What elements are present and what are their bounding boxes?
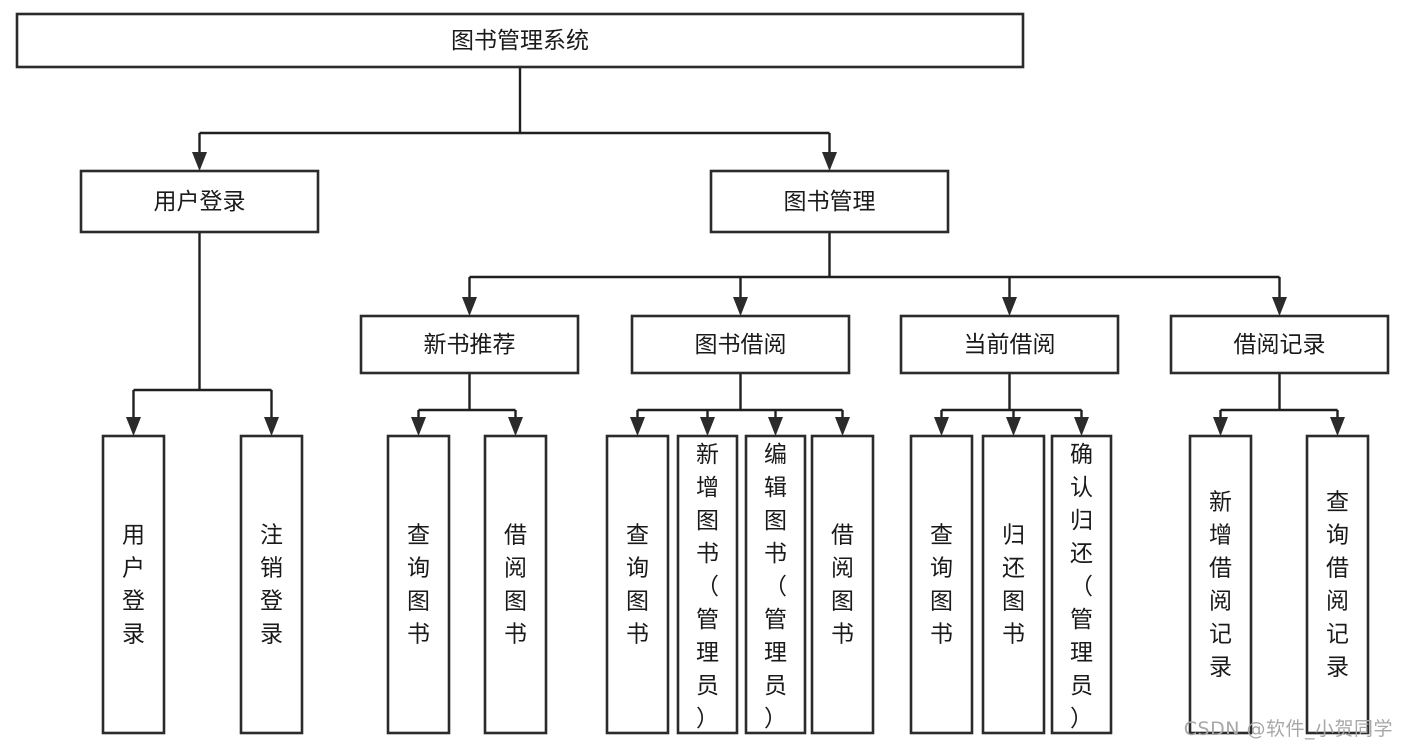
node-box [630, 314, 851, 375]
node-label: 确认归还（管理员） [1070, 442, 1093, 732]
node-branch-用户登录[interactable]: 用户登录 [79, 169, 320, 234]
node-leaf-借阅图书[interactable]: 借阅图书 [810, 434, 875, 735]
arrow-head-icon [700, 417, 715, 436]
node-leaf-编辑图书管理员[interactable]: 编辑图书（管理员） [744, 434, 807, 735]
arrow-head-icon [462, 297, 477, 316]
node-label: 新书推荐 [424, 332, 516, 358]
arrow-head-icon [264, 417, 279, 436]
arrow-head-icon [630, 417, 645, 436]
node-label: 查询图书 [407, 523, 430, 648]
node-box [101, 434, 166, 735]
watermark-text: CSDN @软件_小贺同学 [1183, 718, 1393, 740]
node-label: 新增借阅记录 [1209, 490, 1232, 681]
node-label: 图书管理 [784, 189, 876, 215]
node-box [709, 169, 950, 234]
node-label: 查询借阅记录 [1326, 490, 1349, 681]
node-box [386, 434, 451, 735]
node-label: 归还图书 [1002, 523, 1025, 648]
node-label: 用户登录 [122, 523, 145, 648]
arrow-head-icon [835, 417, 850, 436]
node-box [239, 434, 304, 735]
arrow-head-icon [411, 417, 426, 436]
node-box [676, 434, 739, 735]
node-leaf-借阅图书[interactable]: 借阅图书 [483, 434, 548, 735]
arrow-head-icon [1074, 417, 1089, 436]
node-box [810, 434, 875, 735]
node-label: 图书借阅 [695, 332, 787, 358]
arrow-head-icon [1002, 297, 1017, 316]
arrow-head-icon [822, 152, 837, 171]
node-leaf-查询图书[interactable]: 查询图书 [909, 434, 974, 735]
node-leaf-新增借阅记录[interactable]: 新增借阅记录 [1188, 434, 1253, 735]
node-leaf-用户登录[interactable]: 用户登录 [101, 434, 166, 735]
node-label: 当前借阅 [964, 332, 1056, 358]
node-label: 图书管理系统 [451, 28, 589, 54]
node-leaf-归还图书[interactable]: 归还图书 [981, 434, 1046, 735]
node-box [359, 314, 580, 375]
node-label: 用户登录 [154, 189, 246, 215]
node-leaf-查询借阅记录[interactable]: 查询借阅记录 [1305, 434, 1370, 735]
arrow-head-icon [1330, 417, 1345, 436]
node-label: 借阅图书 [831, 523, 854, 648]
node-box [15, 12, 1025, 69]
node-label: 编辑图书（管理员） [764, 442, 787, 732]
node-label: 注销登录 [260, 523, 283, 648]
arrow-head-icon [934, 417, 949, 436]
arrow-head-icon [768, 417, 783, 436]
node-branch-图书借阅[interactable]: 图书借阅 [630, 314, 851, 375]
node-root-图书管理系统[interactable]: 图书管理系统 [15, 12, 1025, 69]
node-branch-图书管理[interactable]: 图书管理 [709, 169, 950, 234]
node-leaf-查询图书[interactable]: 查询图书 [386, 434, 451, 735]
node-leaf-查询图书[interactable]: 查询图书 [605, 434, 670, 735]
node-box [981, 434, 1046, 735]
node-label: 查询图书 [626, 523, 649, 648]
node-leaf-新增图书管理员[interactable]: 新增图书（管理员） [676, 434, 739, 735]
node-box [1169, 314, 1390, 375]
node-label: 借阅图书 [504, 523, 527, 648]
node-leaf-注销登录[interactable]: 注销登录 [239, 434, 304, 735]
node-box [1050, 434, 1113, 735]
node-box [1188, 434, 1253, 735]
node-box [1305, 434, 1370, 735]
node-layer: 图书管理系统用户登录图书管理新书推荐图书借阅当前借阅借阅记录用户登录注销登录查询… [15, 12, 1390, 735]
connector-layer [126, 67, 1345, 436]
node-label: 借阅记录 [1234, 332, 1326, 358]
node-box [899, 314, 1120, 375]
arrow-head-icon [1213, 417, 1228, 436]
arrow-head-icon [508, 417, 523, 436]
arrow-head-icon [1006, 417, 1021, 436]
node-label: 查询图书 [930, 523, 953, 648]
node-label: 新增图书（管理员） [696, 442, 719, 732]
node-box [909, 434, 974, 735]
arrow-head-icon [733, 297, 748, 316]
node-branch-当前借阅[interactable]: 当前借阅 [899, 314, 1120, 375]
arrow-head-icon [192, 152, 207, 171]
node-leaf-确认归还管理员[interactable]: 确认归还（管理员） [1050, 434, 1113, 735]
node-box [79, 169, 320, 234]
node-box [744, 434, 807, 735]
node-box [605, 434, 670, 735]
node-branch-新书推荐[interactable]: 新书推荐 [359, 314, 580, 375]
node-branch-借阅记录[interactable]: 借阅记录 [1169, 314, 1390, 375]
arrow-head-icon [126, 417, 141, 436]
node-box [483, 434, 548, 735]
arrow-head-icon [1272, 297, 1287, 316]
